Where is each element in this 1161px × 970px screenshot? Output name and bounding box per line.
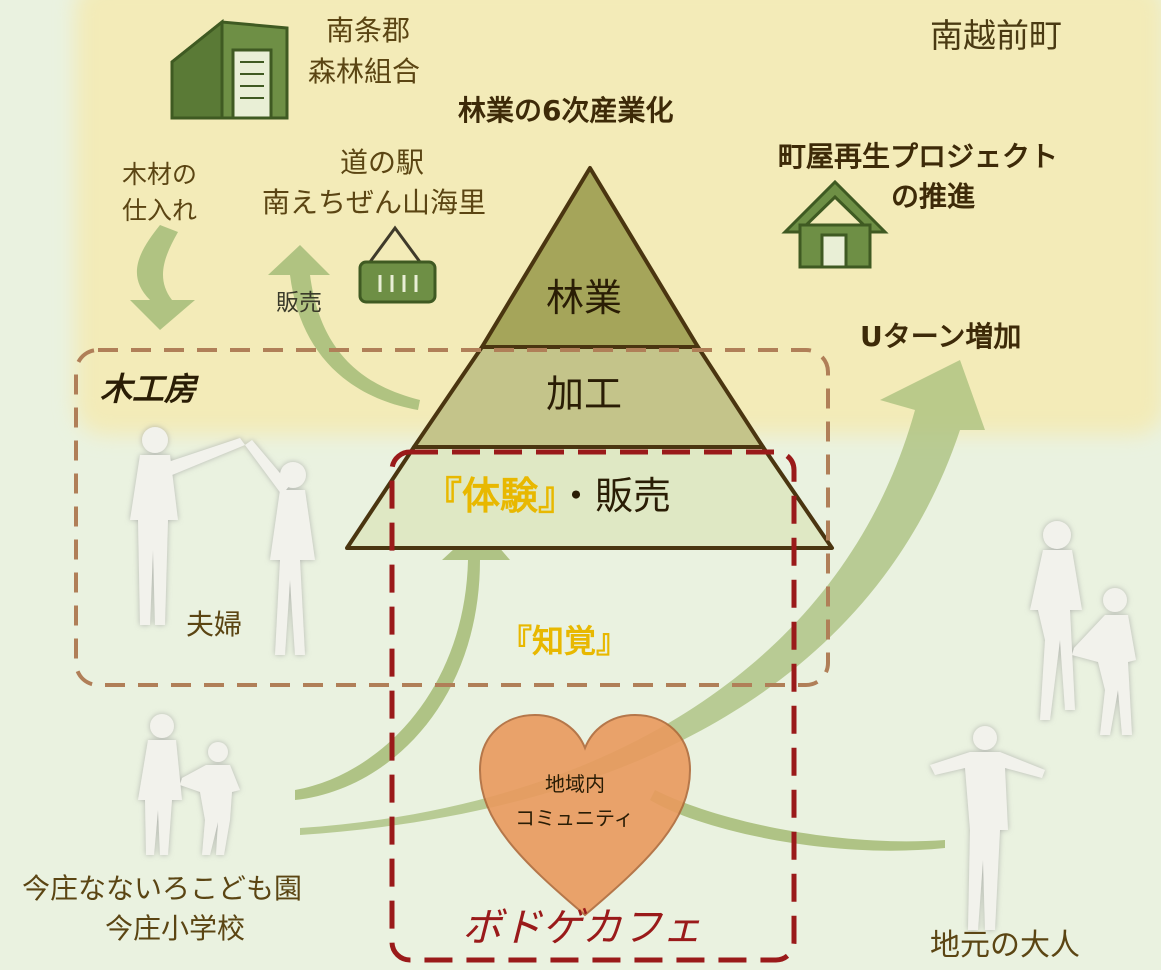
sales-arrow <box>268 245 420 410</box>
family-children-silhouette <box>138 714 240 855</box>
children-line2: 今庄小学校 <box>105 912 246 945</box>
family-right-silhouette <box>1030 521 1136 735</box>
pyramid-top-label: 林業 <box>546 276 623 320</box>
warehouse-icon <box>170 18 289 120</box>
pyramid-top-tier <box>480 166 700 349</box>
region-label: 南越前町 <box>930 16 1062 55</box>
adult-silhouette <box>930 726 1045 930</box>
perception-arrow <box>295 525 510 800</box>
community-line2: コミュニティ <box>515 806 634 830</box>
forestry-6th-headline: 林業の6次産業化 <box>458 94 674 127</box>
machiya-line2: の推進 <box>891 180 976 213</box>
sales-label: 販売 <box>276 290 322 316</box>
couple-label: 夫婦 <box>186 608 243 641</box>
children-line1: 今庄なないろこども園 <box>22 872 303 905</box>
workshop-title: 木工房 <box>100 370 197 408</box>
timber-purchase-line2: 仕入れ <box>122 196 198 225</box>
timber-purchase-line1: 木材の <box>122 160 198 189</box>
cafe-frame <box>389 449 797 963</box>
community-line1: 地域内 <box>545 772 605 796</box>
pyramid-bottom-label: 『体験』・販売 <box>424 474 671 520</box>
basket-icon <box>358 225 437 304</box>
silhouettes <box>130 427 1136 930</box>
community-heart <box>478 713 692 917</box>
pyramid-middle-label: 加工 <box>546 372 623 416</box>
house-icon <box>781 179 889 269</box>
forestry-org-line2: 森林組合 <box>308 55 421 88</box>
adults-label: 地元の大人 <box>930 928 1080 963</box>
machiya-line1: 町屋再生プロジェクト <box>778 140 1059 173</box>
michi-no-eki-line1: 道の駅 <box>340 146 425 179</box>
perception-label: 『知覚』 <box>500 622 629 660</box>
cafe-title: ボドゲカフェ <box>462 905 702 951</box>
michi-no-eki-line2: 南えちぜん山海里 <box>262 186 487 219</box>
adults-arrow <box>650 790 945 851</box>
sales-suffix-label: ・販売 <box>557 474 672 518</box>
timber-arrow <box>130 225 195 330</box>
forestry-org-line1: 南条郡 <box>326 14 411 47</box>
experience-label: 『体験』 <box>424 474 558 518</box>
workshop-frame <box>74 348 830 687</box>
pyramid <box>345 166 834 550</box>
couple-silhouette <box>130 427 315 655</box>
uturn-label: Uターン増加 <box>860 320 1022 353</box>
